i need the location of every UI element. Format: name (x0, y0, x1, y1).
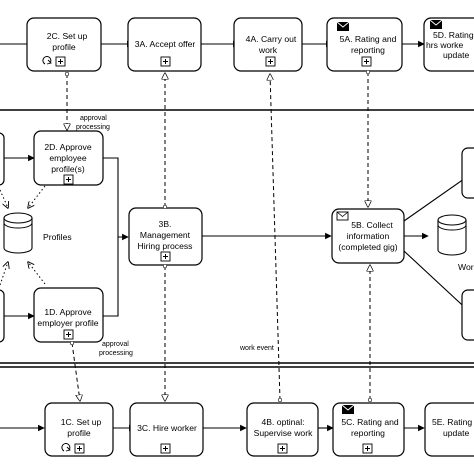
subprocess-marker-icon (362, 443, 373, 454)
loop-icon (42, 56, 52, 65)
approval-bottom-line1: approval (102, 341, 129, 348)
task-5a[interactable]: 5A. Rating and reporting (326, 17, 403, 72)
task-5c-line2: reporting (351, 428, 385, 438)
subprocess-marker-icon (55, 56, 66, 67)
right-partial-task-top (461, 147, 474, 199)
envelope-icon (336, 211, 349, 221)
subprocess-marker-icon (277, 443, 288, 454)
task-1c[interactable]: 1C. Set up profile (44, 402, 114, 457)
task-4a-line2: work (258, 45, 278, 55)
task-5b-line3: (completed gig) (338, 242, 397, 252)
assoc-left-bottom-to-db (0, 262, 8, 286)
subprocess-marker-icon (63, 329, 74, 340)
task-2c-line2: profile (52, 42, 76, 52)
task-5e-line1: 5E. Rating (432, 417, 472, 427)
task-3c-line1: 3C. Hire worker (137, 423, 197, 433)
task-4a[interactable]: 4A. Carry out work (233, 17, 303, 72)
task-4a-line1: 4A. Carry out (246, 34, 297, 44)
subprocess-marker-icon (63, 174, 74, 185)
msg-1d-to-1c (72, 343, 80, 401)
task-3a-line1: 3A. Accept offer (135, 39, 196, 49)
work-db-label: Work (458, 262, 474, 272)
task-2d-line2: employee (49, 153, 86, 163)
envelope-icon (336, 21, 350, 31)
task-5e[interactable]: 5E. Rating update (424, 402, 474, 457)
left-partial-task-bottom (0, 289, 5, 343)
assoc-1d-to-db (28, 262, 46, 285)
subprocess-marker-icon (361, 56, 372, 67)
task-5d-line2: hrs worke (426, 40, 463, 50)
task-1c-line2: profile (67, 428, 91, 438)
msg-4b-to-4a (270, 74, 280, 400)
task-1d-line1: 1D. Approve (44, 307, 92, 317)
subprocess-marker-icon (160, 443, 171, 454)
task-5b-line1: 5B. Collect (351, 220, 393, 230)
right-partial-task-bottom (461, 289, 474, 341)
subprocess-marker-icon (74, 443, 85, 454)
task-5b[interactable]: 5B. Collect information (completed gig) (331, 208, 405, 264)
work-event-label: work event (239, 345, 274, 352)
task-2d[interactable]: 2D. Approve employee profile(s) (33, 130, 104, 186)
task-2d-line3: profile(s) (51, 164, 85, 174)
task-5c-line1: 5C. Rating and (341, 417, 399, 427)
envelope-icon (429, 19, 443, 29)
subprocess-marker-icon (160, 56, 171, 67)
task-2c[interactable]: 2C. Set up profile (26, 17, 102, 72)
task-1d-line2: employer profile (37, 318, 98, 328)
approval-top-line1: approval (80, 115, 107, 122)
profiles-database-icon (3, 212, 33, 254)
task-5a-line1: 5A. Rating and (340, 34, 397, 44)
task-2d-line1: 2D. Approve (44, 142, 92, 152)
loop-icon (61, 443, 71, 452)
task-5c[interactable]: 5C. Rating and reporting (332, 402, 405, 457)
task-3b-line3: Hiring process (138, 241, 193, 251)
subprocess-marker-icon (265, 56, 276, 67)
task-4b-line2: Supervise work (254, 428, 313, 438)
task-1c-line1: 1C. Set up (61, 417, 102, 427)
left-partial-task-top (0, 132, 5, 186)
task-1d[interactable]: 1D. Approve employer profile (33, 287, 104, 343)
subprocess-marker-icon (160, 251, 171, 262)
task-3b-line2: Management (140, 230, 191, 240)
task-5e-line2: update (443, 428, 470, 438)
task-2c-line1: 2C. Set up (47, 31, 88, 41)
task-3b-line1: 3B. (159, 219, 172, 229)
flow-2d-to-3b (103, 157, 129, 241)
task-3a[interactable]: 3A. Accept offer (127, 17, 202, 72)
task-5b-line2: information (347, 231, 390, 241)
assoc-2d-to-db (28, 185, 46, 208)
task-5d-line1: 5D. Rating (433, 30, 474, 40)
assoc-left-top-to-db (0, 189, 8, 208)
task-3b[interactable]: 3B. Management Hiring process (128, 207, 203, 266)
envelope-icon (341, 404, 355, 414)
flow-1d-to-3b (103, 237, 119, 317)
task-4b[interactable]: 4B. optinal: Supervise work (246, 402, 319, 457)
work-database-icon (437, 214, 467, 256)
profiles-label: Profiles (43, 232, 72, 242)
task-5a-line2: reporting (351, 45, 385, 55)
task-5d[interactable]: 5D. Rating hrs worke update (423, 17, 474, 72)
approval-bottom-line2: processing (99, 350, 133, 357)
task-3c[interactable]: 3C. Hire worker (129, 402, 204, 457)
approval-top-line2: processing (76, 124, 110, 131)
task-4b-line1: 4B. optinal: (262, 417, 305, 427)
task-5d-line3: update (443, 50, 470, 60)
